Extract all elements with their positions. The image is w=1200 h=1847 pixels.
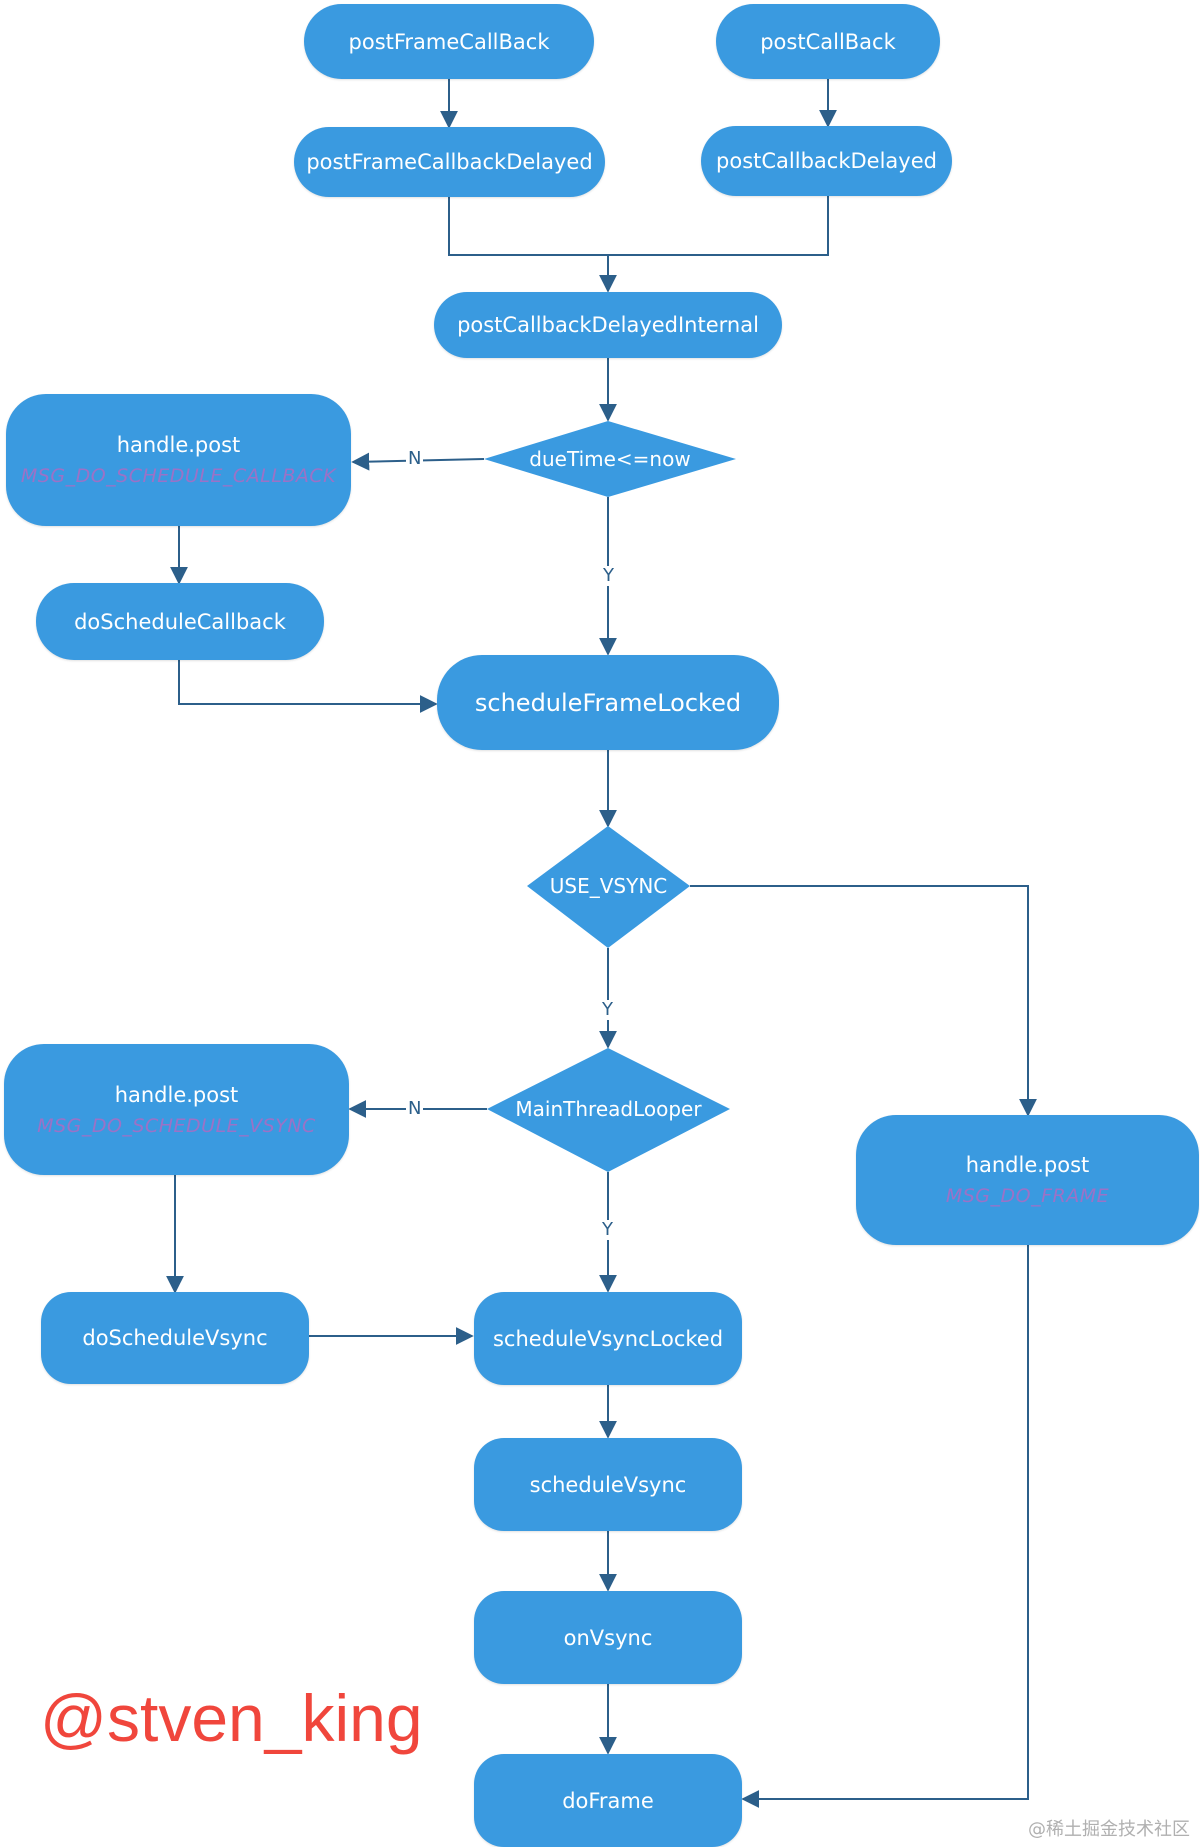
node-postframecallbackdelayed: postFrameCallbackDelayed: [294, 127, 605, 197]
decision-mainthreadlooper-shape: [487, 1048, 730, 1172]
decision-usevsync-shape: [527, 826, 690, 948]
edge-label-duetime-no: N: [406, 448, 424, 469]
node-postframecallback: postFrameCallBack: [304, 4, 594, 79]
edge-label-looper-no: N: [406, 1098, 424, 1119]
node-schedulevsync: scheduleVsync: [474, 1438, 742, 1531]
edge-usevsync-to-handlepost3: [690, 885, 1037, 1117]
edge-label-looper-yes: Y: [600, 1219, 615, 1240]
handlepost-title: handle.post: [116, 433, 241, 457]
site-watermark: @稀土掘金技术社区: [1028, 1819, 1190, 1840]
node-handlepost-schedule-callback: handle.post MSG_DO_SCHEDULE_CALLBACK: [6, 394, 351, 526]
edge-doschedulecallback-to-scheduleframelocked: [178, 660, 438, 713]
handlepost-title: handle.post: [965, 1153, 1090, 1177]
edge-left-merge: [448, 197, 608, 256]
node-postcallback: postCallBack: [716, 4, 940, 79]
node-scheduleframelocked: scheduleFrameLocked: [437, 655, 779, 750]
edge-right-merge: [608, 196, 829, 256]
node-schedulevsynclocked: scheduleVsyncLocked: [474, 1292, 742, 1385]
node-handlepost-do-frame: handle.post MSG_DO_FRAME: [856, 1115, 1199, 1245]
handlepost-message: MSG_DO_SCHEDULE_VSYNC: [37, 1114, 316, 1137]
decision-duetime-label: dueTime<=now: [529, 447, 691, 471]
handlepost-title: handle.post: [114, 1082, 239, 1107]
node-onvsync: onVsync: [474, 1591, 742, 1684]
node-doschedulecallback: doScheduleCallback: [36, 583, 324, 660]
handlepost-message: MSG_DO_SCHEDULE_CALLBACK: [20, 465, 337, 487]
edge-handlepost3-to-doframe: [741, 1245, 1029, 1808]
edge-label-usevsync-yes: Y: [600, 999, 615, 1020]
node-doframe: doFrame: [474, 1754, 742, 1847]
decision-usevsync-label: USE_VSYNC: [549, 874, 668, 898]
node-postcallbackdelayedinternal: postCallbackDelayedInternal: [434, 292, 782, 358]
node-postcallbackdelayed: postCallbackDelayed: [701, 126, 952, 196]
handlepost-message: MSG_DO_FRAME: [945, 1185, 1110, 1207]
node-doschedulevsync: doScheduleVsync: [41, 1292, 309, 1384]
decision-mainthreadlooper-label: MainThreadLooper: [515, 1097, 702, 1121]
author-watermark: @stven_king: [40, 1681, 423, 1755]
node-handlepost-schedule-vsync: handle.post MSG_DO_SCHEDULE_VSYNC: [4, 1044, 349, 1175]
edge-label-duetime-yes: Y: [601, 565, 616, 586]
decision-duetime-shape: [484, 421, 736, 497]
